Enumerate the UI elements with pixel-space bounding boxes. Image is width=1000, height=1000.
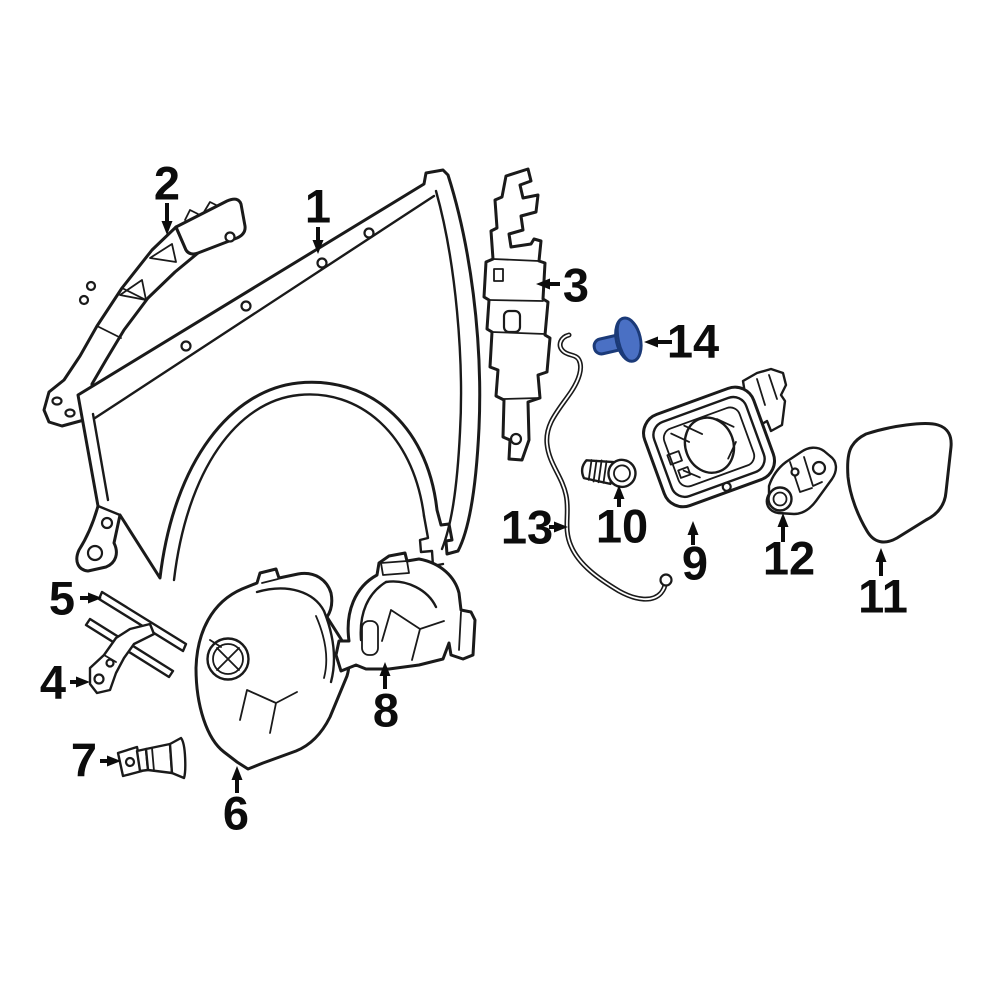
- part-number-2: 2: [154, 157, 180, 210]
- arrow-head-5: [88, 592, 102, 604]
- callout-12: 12: [763, 513, 815, 585]
- roundel-x-mark: [216, 647, 240, 671]
- rail-slot: [502, 309, 522, 334]
- part-4-lower-bracket: [88, 622, 156, 695]
- part-number-12: 12: [763, 532, 815, 585]
- callout-9: 9: [682, 521, 708, 590]
- callout-7: 7: [71, 734, 121, 787]
- part-13-release-cable: [544, 332, 673, 602]
- fender-flange-hole: [180, 340, 192, 352]
- arrow-head-6: [231, 766, 243, 780]
- fender-flange-hole: [363, 227, 375, 239]
- bolt-threads: [587, 459, 608, 484]
- part-7-bracket-duct: [116, 736, 187, 780]
- callout-14: 14: [644, 315, 719, 368]
- part-1-fender: [75, 168, 482, 582]
- callout-11: 11: [858, 548, 908, 623]
- arrow-head-12: [777, 513, 789, 527]
- part-14-clip-highlighted: [592, 316, 643, 363]
- part-number-3: 3: [563, 259, 589, 312]
- arrow-head-3: [536, 278, 550, 290]
- filler-neck-opening: [683, 416, 736, 474]
- arrow-head-8: [379, 662, 391, 676]
- hinge-barrel: [767, 486, 793, 512]
- part-11-fuel-filler-door: [846, 422, 953, 544]
- part-3-support-rail: [482, 167, 552, 462]
- cable-end-loop: [659, 573, 673, 587]
- bracket-foot-hole: [51, 396, 63, 406]
- arrow-head-11: [875, 548, 887, 562]
- part-number-6: 6: [223, 787, 249, 840]
- liner-roundel: [206, 637, 250, 681]
- fender-tab-hole: [100, 516, 114, 530]
- arrow-head-10: [613, 485, 625, 499]
- part-number-5: 5: [49, 572, 75, 625]
- callout-10: 10: [596, 485, 648, 553]
- callout-3: 3: [536, 259, 589, 312]
- fender-wheel-arch-inner: [172, 393, 426, 582]
- part-number-10: 10: [596, 500, 648, 553]
- part-9-fuel-filler-pocket: [642, 367, 788, 509]
- part-number-13: 13: [501, 501, 553, 554]
- part-number-7: 7: [71, 734, 97, 787]
- bracket-foot-hole: [64, 408, 76, 418]
- fender-tab-hole: [86, 544, 104, 562]
- callout-5: 5: [49, 572, 102, 625]
- fender-flange-hole: [240, 300, 252, 312]
- callout-2: 2: [154, 157, 180, 235]
- fender-rear-edge-inner: [434, 189, 463, 551]
- arrow-head-9: [687, 521, 699, 535]
- part-8-rear-fender-liner: [334, 551, 477, 673]
- callout-13: 13: [501, 501, 568, 554]
- part-6-front-fender-liner: [194, 567, 351, 771]
- arrow-head-13: [554, 521, 568, 533]
- part-number-4: 4: [40, 656, 66, 709]
- part-number-14: 14: [667, 315, 719, 368]
- arrow-head-1: [312, 240, 324, 254]
- arrow-head-2: [161, 221, 173, 235]
- bolt-head: [607, 458, 637, 489]
- part-number-1: 1: [305, 180, 331, 233]
- bracket-hole: [224, 231, 236, 243]
- callout-6: 6: [223, 766, 249, 840]
- part-10-bolt: [580, 458, 637, 489]
- callout-4: 4: [40, 656, 90, 709]
- arrow-head-7: [107, 755, 121, 767]
- part-number-9: 9: [682, 537, 708, 590]
- part-12-hinge-actuator: [765, 446, 838, 516]
- arrow-head-14: [644, 336, 658, 348]
- clip-head: [614, 316, 643, 363]
- callout-8: 8: [373, 662, 399, 737]
- part-number-8: 8: [373, 684, 399, 737]
- fender-flange-hole: [316, 257, 328, 269]
- part-number-11: 11: [858, 570, 908, 623]
- callout-1: 1: [305, 180, 331, 254]
- part-2-support-bracket: [42, 197, 247, 428]
- arrow-head-4: [76, 676, 90, 688]
- fender-flange-inner-line: [93, 194, 436, 420]
